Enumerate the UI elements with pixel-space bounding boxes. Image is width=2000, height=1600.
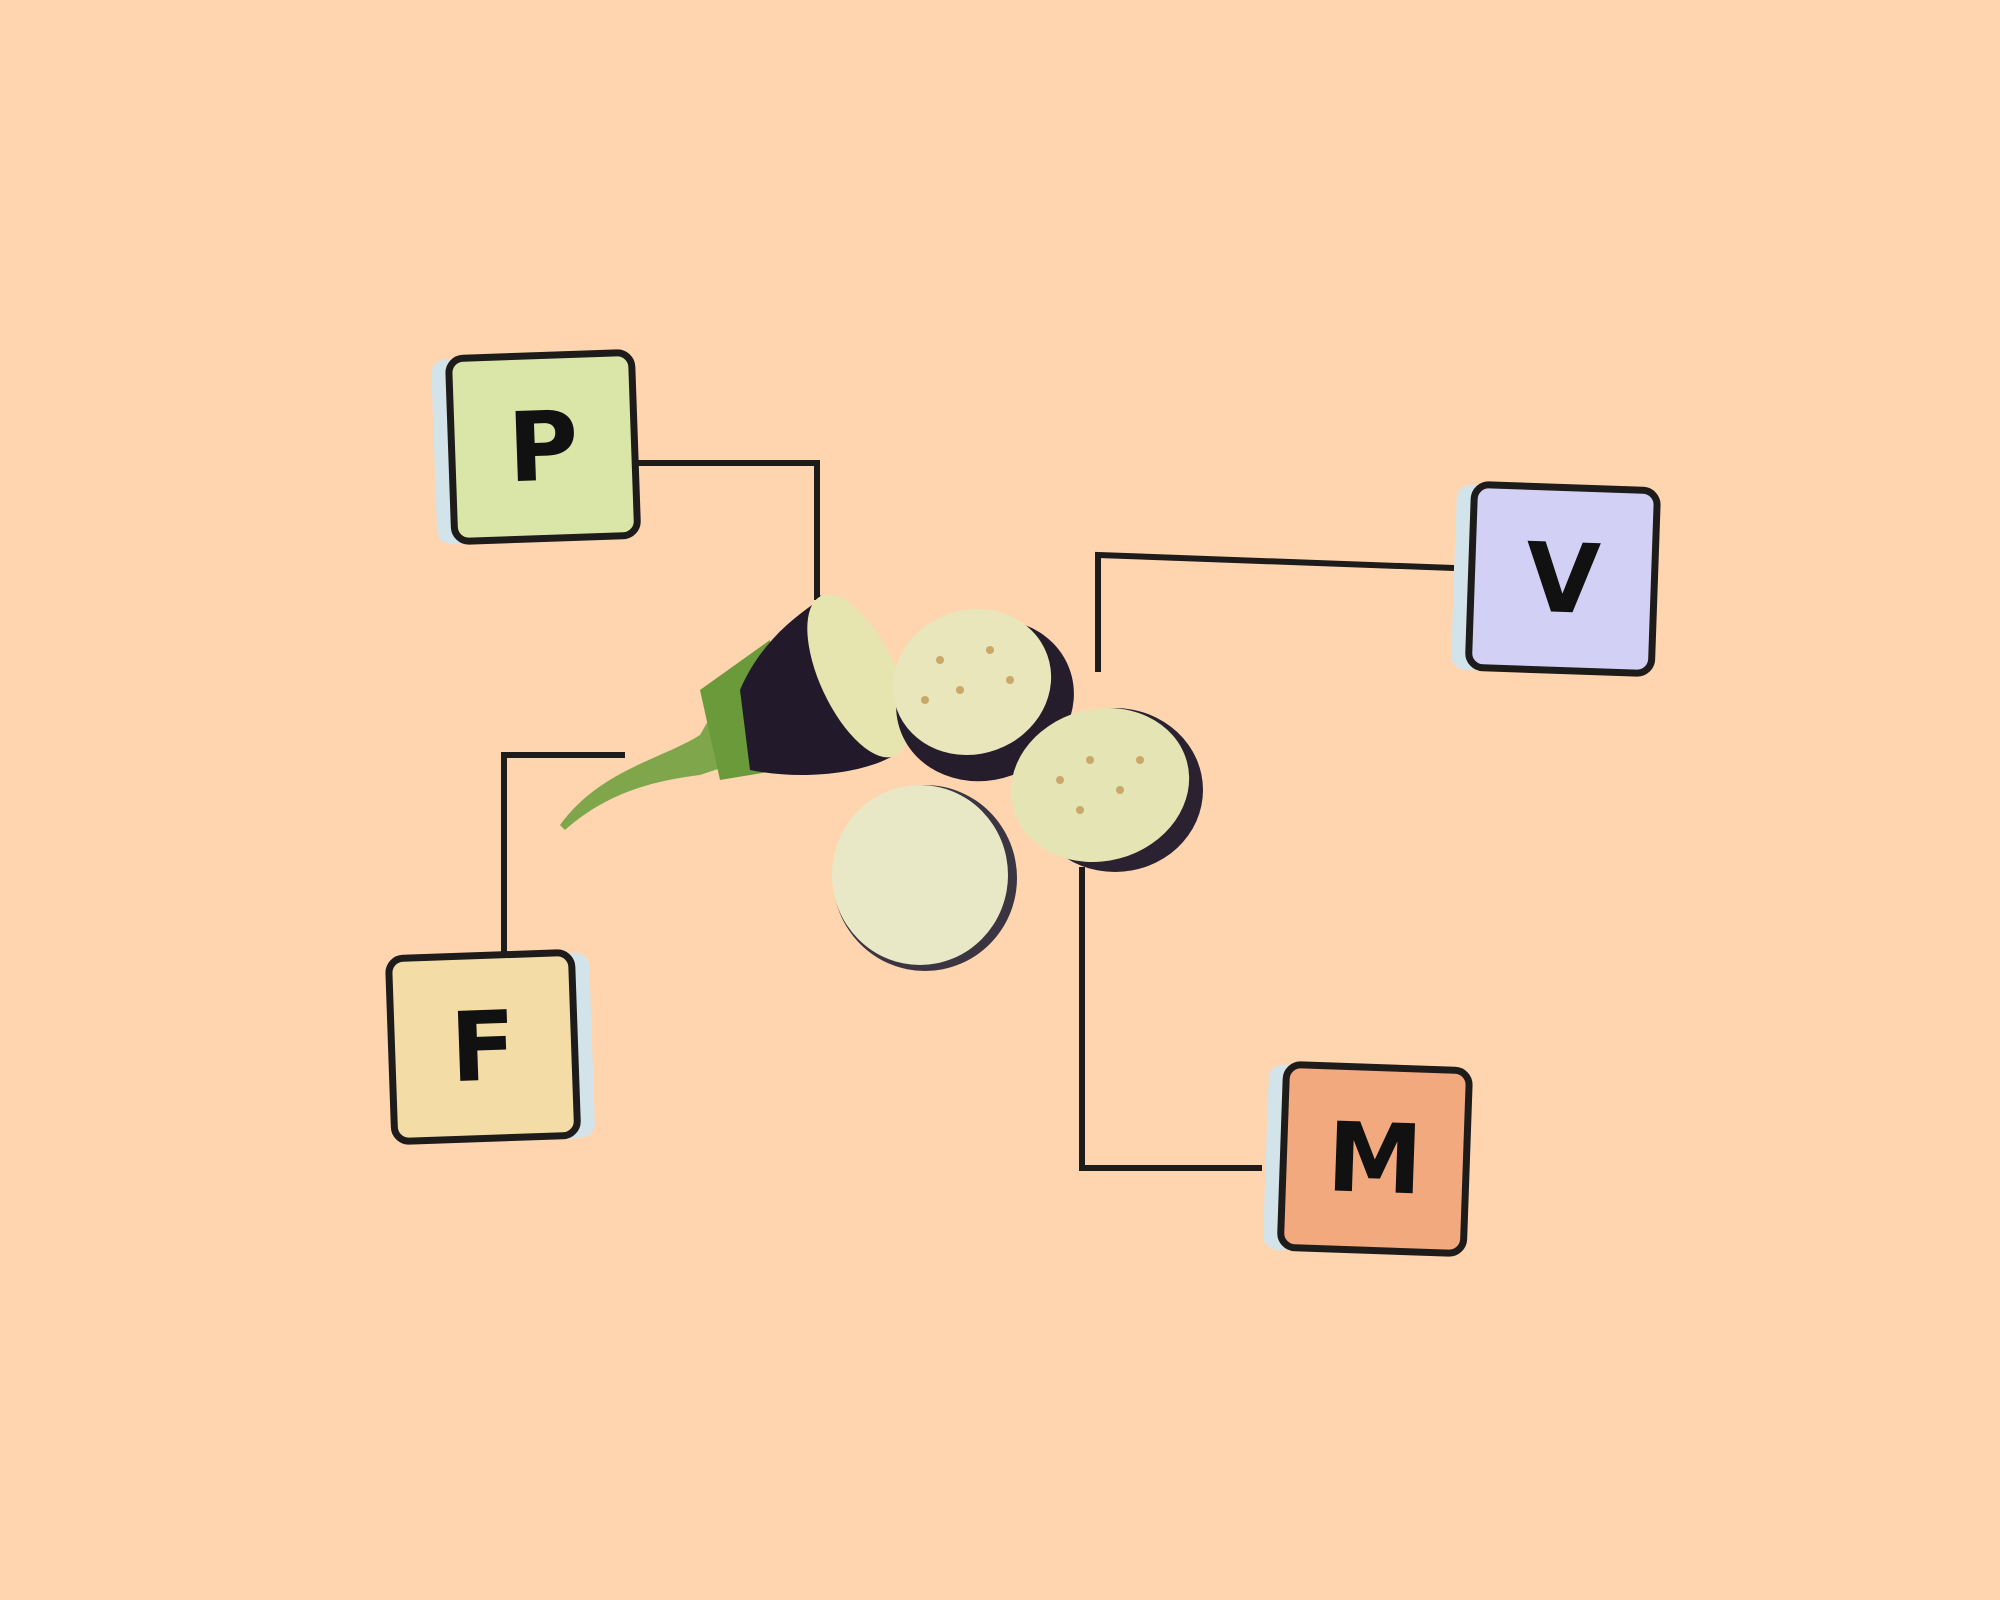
node-label: V	[1523, 521, 1602, 637]
node-m[interactable]: M	[1262, 1060, 1474, 1258]
tile-face: P	[444, 348, 642, 546]
node-label: F	[448, 989, 518, 1105]
tile-face: M	[1276, 1060, 1474, 1258]
node-f[interactable]: F	[384, 948, 596, 1146]
node-label: P	[505, 389, 581, 505]
connector-f	[501, 752, 625, 952]
eggplant-image	[560, 594, 1203, 971]
connector-m	[1079, 867, 1262, 1171]
connector-p	[638, 460, 820, 600]
node-p[interactable]: P	[430, 348, 642, 546]
node-v[interactable]: V	[1450, 480, 1662, 678]
connector-v	[1095, 551, 1455, 672]
tile-face: V	[1464, 480, 1662, 678]
tile-face: F	[384, 948, 582, 1146]
node-label: M	[1325, 1101, 1425, 1217]
